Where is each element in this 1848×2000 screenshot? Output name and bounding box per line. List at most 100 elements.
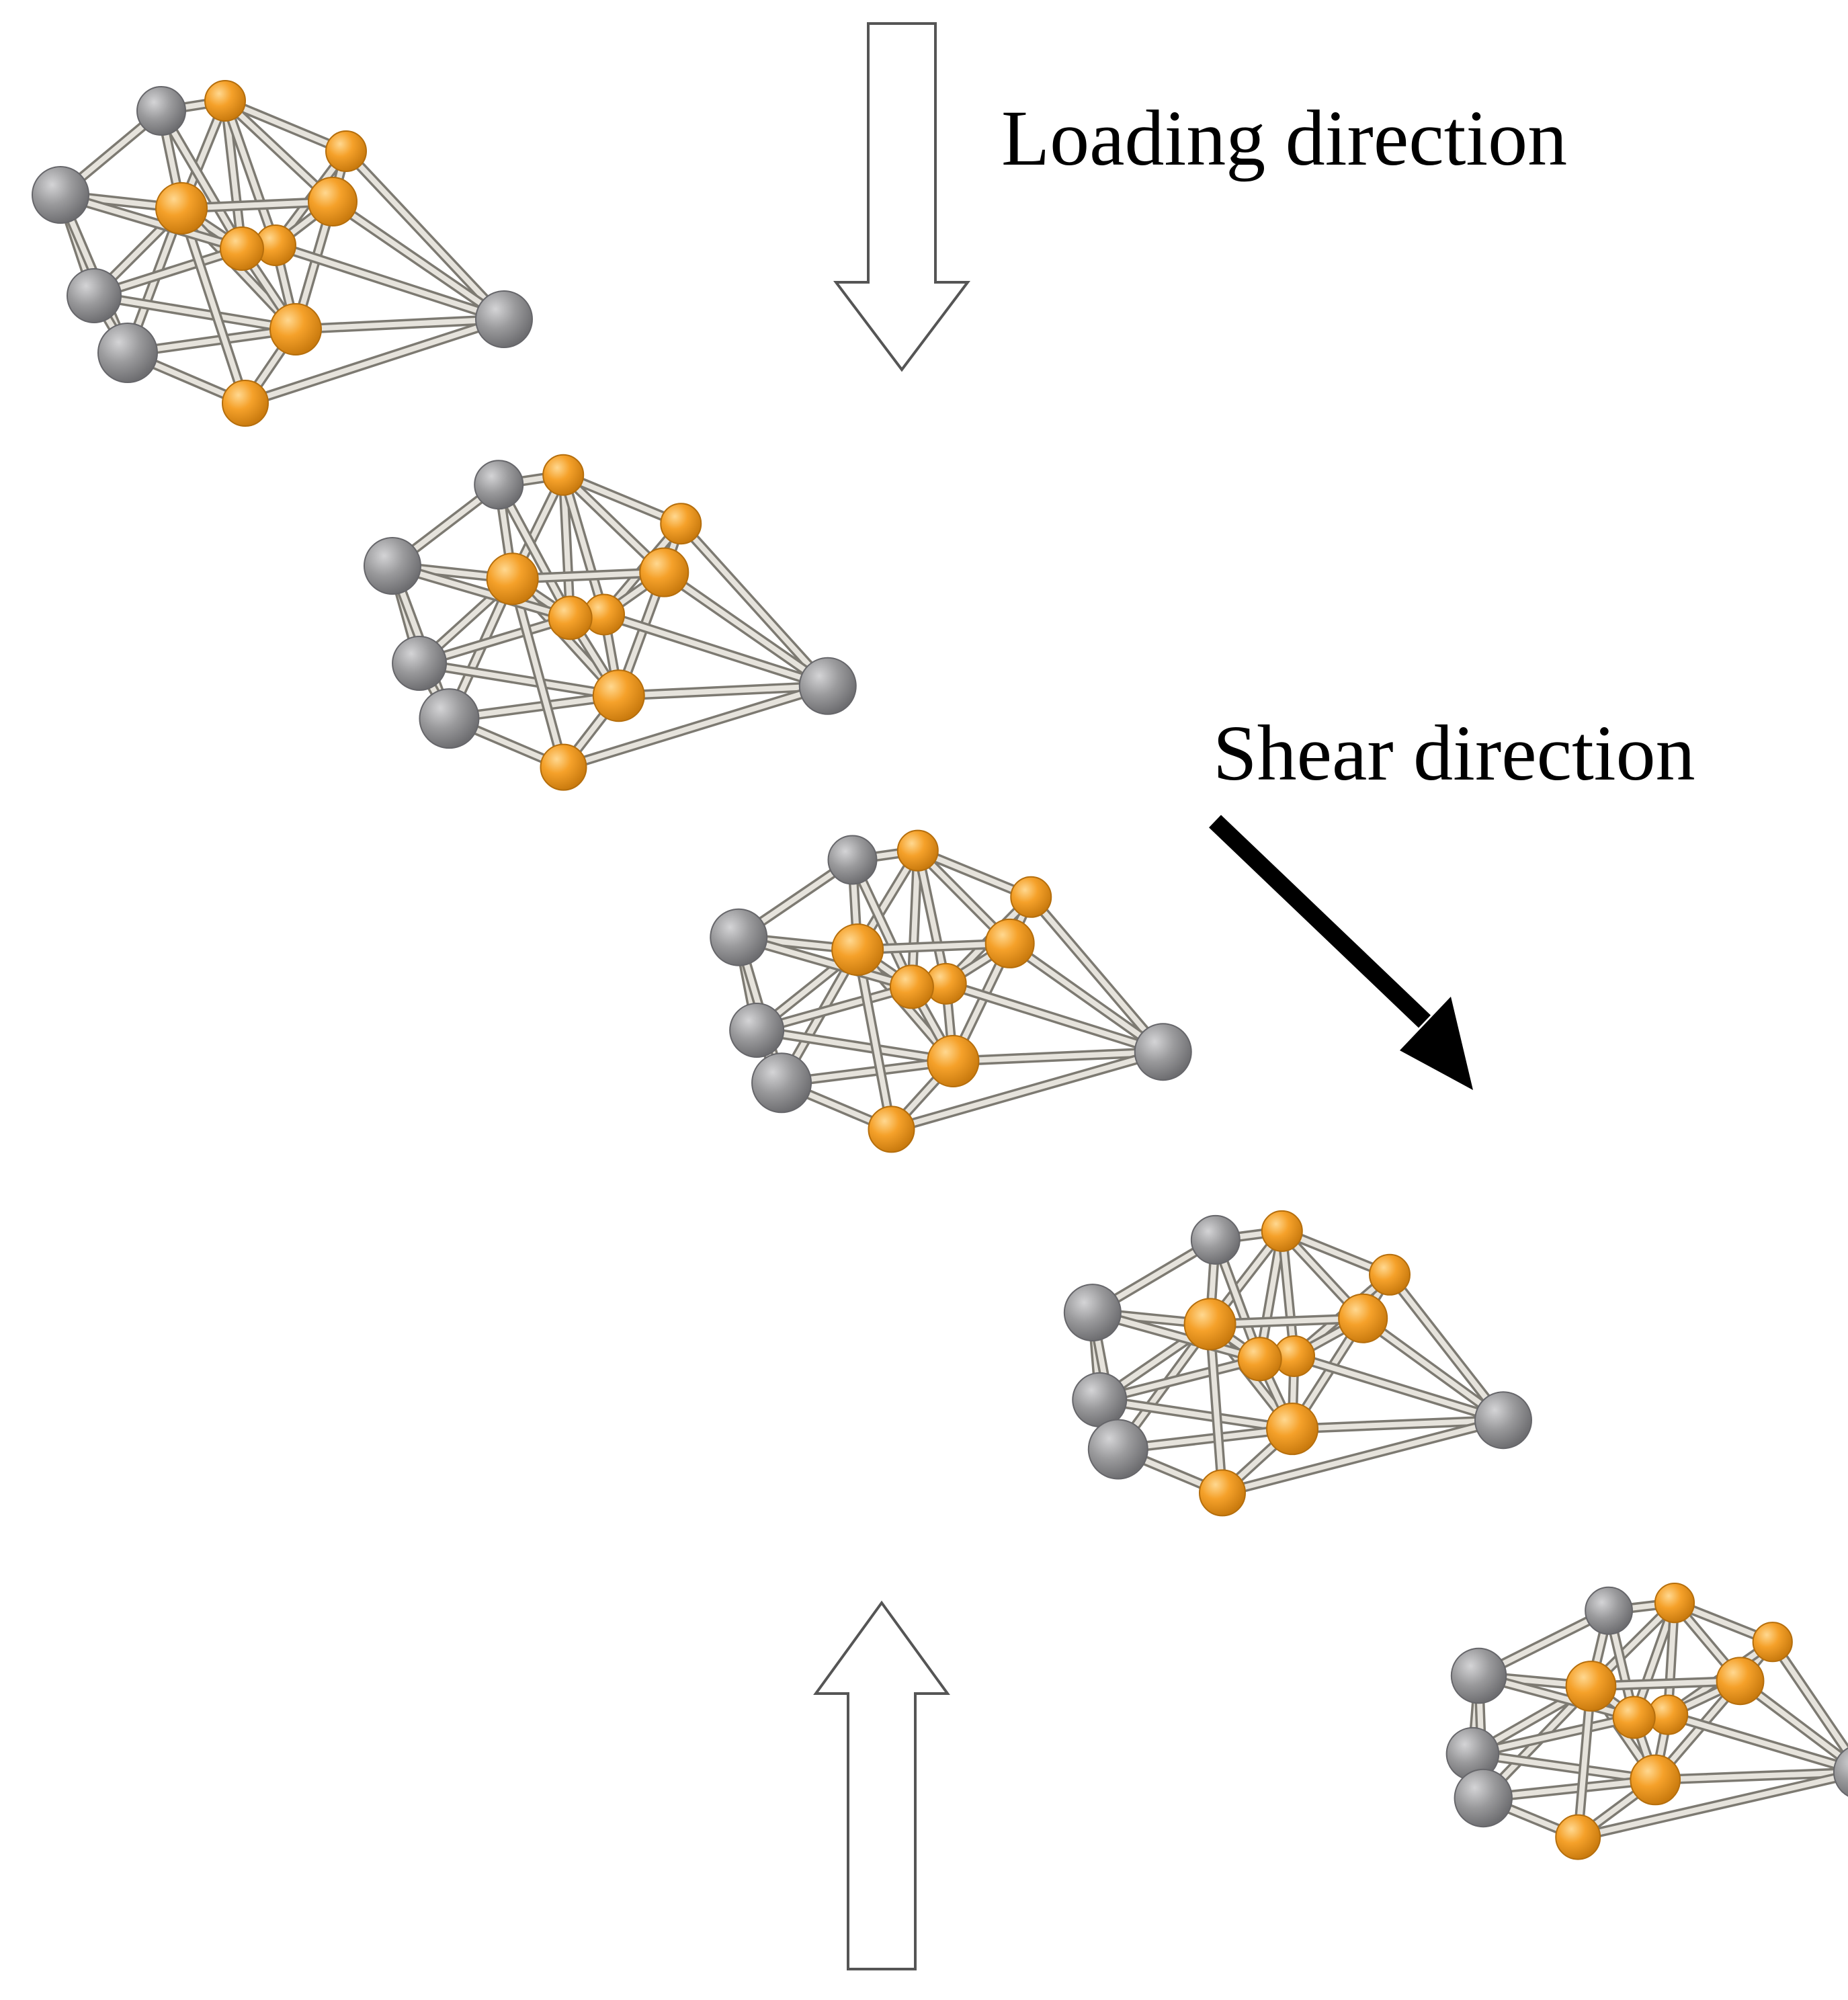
gray-atom <box>67 268 122 323</box>
gray-atom <box>1833 1747 1848 1797</box>
bond-highlight <box>222 98 245 251</box>
gray-atom <box>419 688 480 749</box>
gray-atom <box>1450 1647 1507 1704</box>
bond-highlight <box>222 98 278 248</box>
shear-direction-label: Shear direction <box>1213 709 1695 797</box>
gold-atom <box>486 552 539 606</box>
bond-highlight <box>909 847 921 990</box>
atomic-cluster-2 <box>363 454 857 791</box>
bond-highlight <box>678 521 831 689</box>
bond-highlight <box>560 472 607 618</box>
gray-atom <box>1190 1214 1241 1265</box>
bond-highlight <box>1290 1417 1506 1432</box>
gray-atom <box>363 537 421 595</box>
bond-highlight <box>343 149 507 322</box>
gray-atom <box>1087 1419 1148 1480</box>
gold-atom <box>1630 1754 1681 1806</box>
bond-highlight <box>560 472 573 621</box>
gold-atom <box>325 130 367 172</box>
gold-atom <box>1338 1293 1388 1343</box>
bond-highlight <box>1470 1751 1658 1783</box>
gray-atom <box>97 323 158 383</box>
gray-atom <box>729 1002 785 1058</box>
bond-highlight <box>1387 1272 1506 1423</box>
atomic-clusters <box>32 80 1848 1860</box>
bond-highlight <box>389 563 573 621</box>
atomic-cluster-5 <box>1445 1583 1848 1860</box>
bond-highlight <box>179 206 248 406</box>
bond-highlight <box>736 934 915 990</box>
gray-atom <box>827 835 878 885</box>
gold-atom <box>1369 1253 1411 1296</box>
gray-atom <box>475 290 533 348</box>
gold-atom <box>896 829 939 872</box>
bond-highlight <box>1097 1397 1296 1432</box>
gold-atom <box>540 743 587 791</box>
gray-atom <box>1134 1023 1192 1081</box>
bond-highlight <box>1652 1769 1848 1783</box>
bond-highlight <box>915 847 949 987</box>
loading-arrow-bottom-icon <box>813 1600 950 1970</box>
gold-atom <box>1565 1661 1617 1712</box>
atomic-cluster-4 <box>1063 1210 1532 1517</box>
gray-atom <box>136 86 186 136</box>
bond-highlight <box>616 683 831 699</box>
gray-atom <box>32 166 89 224</box>
gold-atom <box>1010 876 1052 918</box>
gold-atom <box>220 226 264 271</box>
gold-atom <box>592 669 645 722</box>
bond-highlight <box>1028 894 1166 1055</box>
bond-highlight <box>754 1027 956 1065</box>
gold-atom <box>308 177 358 226</box>
bond-highlight <box>1292 1353 1506 1423</box>
gold-atom <box>868 1106 915 1153</box>
gold-atom <box>542 454 585 496</box>
bond-highlight <box>1470 1714 1637 1757</box>
gold-atom <box>155 182 208 235</box>
gold-atom <box>1716 1657 1765 1706</box>
bond-highlight <box>950 1049 1166 1065</box>
gray-atom <box>751 1052 812 1114</box>
gray-atom <box>1063 1284 1122 1342</box>
bond-highlight <box>1220 1417 1506 1496</box>
bond-highlight <box>222 98 349 154</box>
bond-highlight <box>1279 1228 1298 1359</box>
bond-highlight <box>1665 1712 1848 1772</box>
gold-atom <box>1237 1337 1282 1382</box>
bond-highlight <box>417 660 622 699</box>
gold-atom <box>927 1035 980 1088</box>
gold-atom <box>1752 1622 1793 1663</box>
bond-highlight <box>293 317 507 332</box>
gold-atom <box>639 547 689 597</box>
bond-highlight <box>1575 1772 1848 1840</box>
bond-highlight <box>888 1049 1166 1132</box>
gold-atom <box>1266 1403 1319 1456</box>
gray-atom <box>474 460 524 510</box>
gold-atom <box>831 923 884 976</box>
atomic-cluster-1 <box>32 80 533 427</box>
gold-atom <box>222 380 269 427</box>
loading-arrow-top-icon <box>833 22 971 372</box>
gold-atom <box>1654 1583 1695 1624</box>
gold-atom <box>1612 1696 1656 1739</box>
bond-highlight <box>159 108 245 251</box>
gold-atom <box>204 80 246 122</box>
bond-highlight <box>943 981 1166 1055</box>
gold-atom <box>660 503 702 545</box>
bond-highlight <box>58 192 245 251</box>
gold-atom <box>889 964 934 1009</box>
bond-highlight <box>1007 940 1166 1055</box>
bond-highlight <box>496 482 573 621</box>
bond-highlight <box>661 569 831 689</box>
bond-highlight <box>1207 1321 1225 1496</box>
bond-highlight <box>91 293 298 332</box>
gray-atom <box>710 908 768 966</box>
bond-highlight <box>273 243 507 322</box>
gold-atom <box>1555 1814 1601 1860</box>
bond-highlight <box>1089 1310 1263 1362</box>
gold-atom <box>269 303 322 356</box>
gray-atom <box>392 635 448 691</box>
bond-highlight <box>330 199 507 322</box>
bond-highlight <box>243 317 507 406</box>
